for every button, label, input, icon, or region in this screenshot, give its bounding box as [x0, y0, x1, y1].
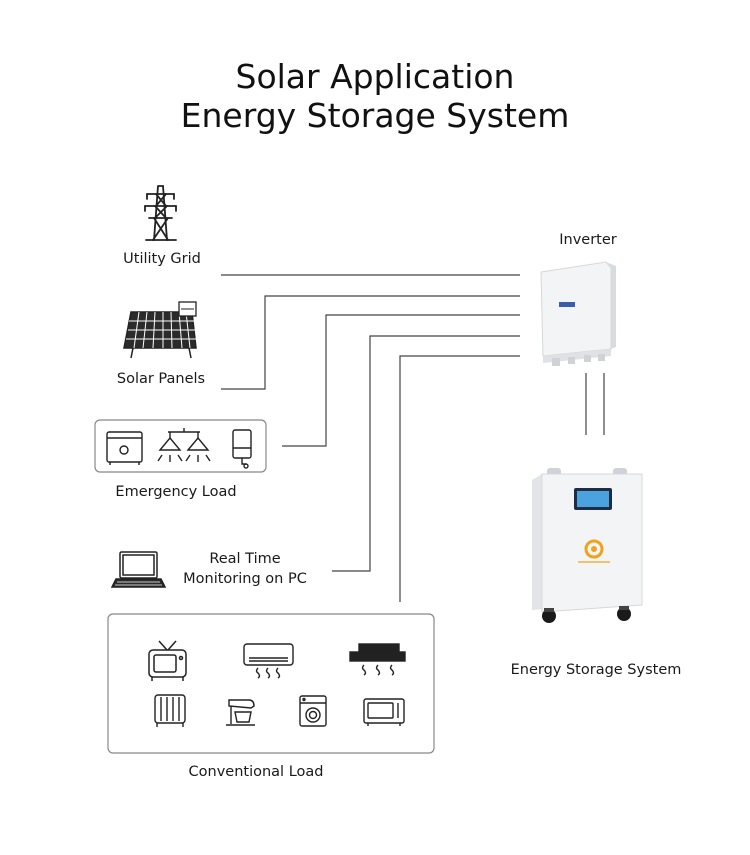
monitoring-label-line-2: Monitoring on PC — [183, 571, 307, 587]
stand-mixer-icon — [226, 699, 255, 726]
ceiling-lamp-icon — [185, 432, 211, 462]
energy-storage-icon — [532, 468, 643, 623]
monitoring-line — [332, 335, 520, 572]
title-line-2: Energy Storage System — [180, 96, 570, 135]
connection-lines — [221, 274, 605, 602]
ceiling-lamp-icon — [157, 428, 200, 462]
inverter-label: Inverter — [559, 232, 617, 248]
emergency-line — [282, 314, 520, 447]
conventional-line — [399, 355, 520, 602]
tv-icon — [148, 640, 187, 681]
refrigerator-icon — [106, 431, 143, 465]
oil-heater-icon — [154, 694, 186, 727]
monitoring-label-line-1: Real Time — [209, 551, 281, 567]
emergency-load-label: Emergency Load — [115, 484, 237, 500]
title-line-1: Solar Application — [235, 57, 515, 96]
solar-panels-label: Solar Panels — [116, 371, 206, 387]
air-conditioner-icon — [243, 643, 294, 679]
utility-grid-label: Utility Grid — [123, 251, 201, 267]
range-hood-icon — [349, 643, 406, 676]
water-heater-icon — [232, 429, 252, 469]
conventional-load-label: Conventional Load — [188, 764, 324, 780]
solar-line — [221, 295, 520, 390]
microwave-oven-icon — [363, 698, 405, 726]
energy-storage-system-label: Energy Storage System — [510, 662, 682, 678]
laptop-icon — [110, 551, 167, 588]
solar-panel-icon — [123, 301, 197, 359]
inverter-icon — [540, 261, 616, 366]
emergency-load-box — [94, 419, 267, 473]
transmission-tower-icon — [144, 185, 177, 241]
washing-machine-icon — [299, 695, 327, 727]
conventional-load-box — [107, 613, 435, 754]
